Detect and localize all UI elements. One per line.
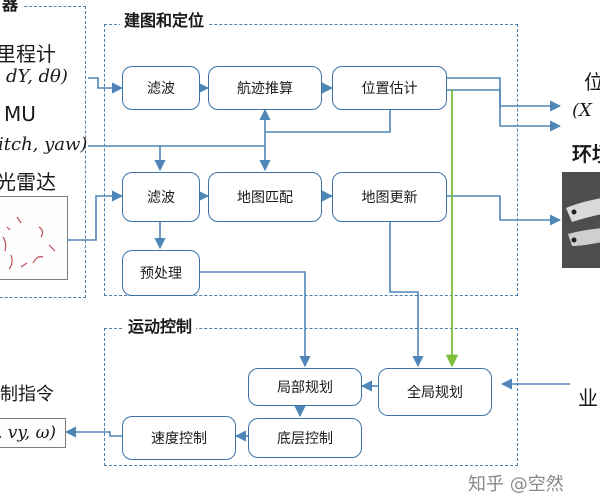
business-label: 业 (578, 386, 598, 410)
environment-map-image (562, 172, 600, 268)
filter-lidar-node[interactable]: 滤波 (122, 172, 200, 222)
low-level-control-node[interactable]: 底层控制 (248, 418, 362, 458)
pose-to-output-arrow (447, 77, 562, 112)
odometry-label: 里程计 (0, 42, 56, 66)
map-update-node[interactable]: 地图更新 (332, 172, 447, 222)
mapping-region-title: 建图和定位 (120, 12, 209, 30)
mapping-region (104, 24, 518, 296)
watermark-text: 知乎 @空然 (468, 474, 564, 495)
environment-label: 环境 (572, 142, 600, 166)
lidar-to-filter-arrow (68, 190, 124, 241)
speed-to-command-arrow (64, 426, 122, 438)
motion-region (104, 328, 518, 466)
pose-output-vars: (X (572, 100, 592, 121)
pose-feedback-line (265, 108, 391, 133)
pose-estimation-node[interactable]: 位置估计 (332, 66, 447, 110)
speed-control-node[interactable]: 速度控制 (122, 416, 236, 460)
local-planning-node[interactable]: 局部规划 (248, 368, 362, 406)
imu-label: MU (4, 102, 36, 126)
odometry-vars: dY, dθ) (6, 66, 68, 87)
command-box: , vy, ω) (0, 418, 66, 448)
odom-to-filter-arrow (88, 77, 124, 94)
motion-region-title: 运动控制 (124, 318, 197, 336)
command-label: 制指令 (0, 384, 54, 405)
preprocess-node[interactable]: 预处理 (122, 250, 200, 296)
pose-output-label: 位 (584, 70, 600, 94)
command-vars: , vy, ω) (0, 423, 57, 443)
mapupdate-to-global-arrow (389, 222, 424, 368)
sensor-region (0, 6, 86, 298)
dead-reckoning-node[interactable]: 航迹推算 (208, 66, 322, 110)
imu-vars: itch, yaw) (0, 134, 88, 155)
pose-to-output2-arrow (447, 89, 562, 132)
preprocess-to-local-arrow (200, 271, 311, 368)
environment-map-shape (566, 198, 600, 246)
global-planning-node[interactable]: 全局规划 (378, 368, 492, 416)
sensor-region-title: 器 (0, 0, 23, 14)
lidar-label: 光雷达 (0, 170, 56, 194)
map-matching-node[interactable]: 地图匹配 (208, 172, 322, 222)
lidar-scan-points (2, 216, 56, 270)
mapupdate-to-env-arrow (447, 195, 562, 226)
lidar-scan-image (0, 196, 68, 280)
filter-odometry-node[interactable]: 滤波 (122, 66, 200, 110)
